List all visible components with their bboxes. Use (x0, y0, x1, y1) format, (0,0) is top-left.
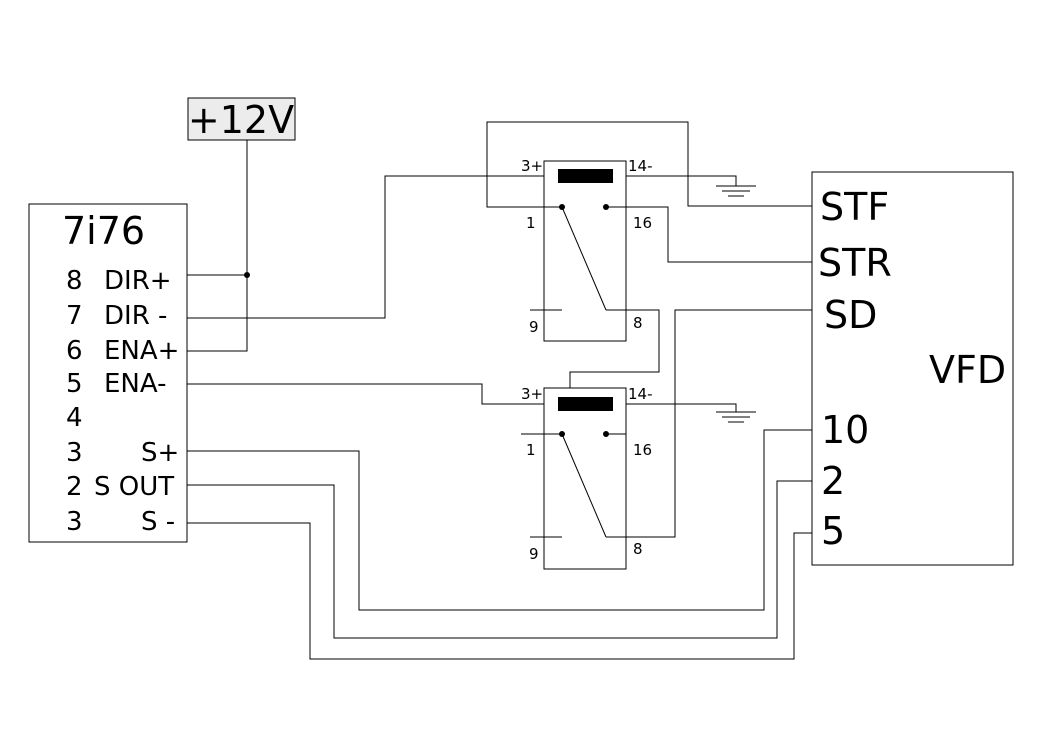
relay-pin-nc: 16 (633, 441, 652, 459)
relay-top: 3+ 14- 1 16 9 8 (521, 157, 653, 342)
pin-name: S - (141, 507, 175, 537)
ground-symbol-top (716, 185, 756, 197)
relay-switch-arm (561, 433, 607, 538)
relay-switch-arm (561, 206, 607, 311)
relay-pin-coil-pos: 3+ (521, 157, 543, 175)
relay-coil (558, 397, 613, 411)
relay-bottom: 3+ 14- 1 16 9 8 (521, 385, 653, 570)
relay-pin-nc: 16 (633, 214, 652, 232)
pin-number: 6 (66, 336, 83, 366)
controller-pin-list: 8 DIR+ 7 DIR - 6 ENA+ 5 ENA- 4 3 S+ 2 S … (66, 266, 179, 537)
relay-body (543, 387, 627, 570)
relay-pin-coil-pos: 3+ (521, 385, 543, 403)
vfd-terminal-2: 2 (821, 459, 845, 503)
wire-s-plus-10 (187, 429, 812, 611)
pin-name: S+ (141, 438, 179, 468)
relay-body (543, 160, 627, 342)
pin-name: ENA- (104, 369, 166, 399)
pin-number: 3 (66, 438, 83, 468)
pin-number: 5 (66, 369, 83, 399)
pin-name: ENA+ (104, 336, 179, 366)
wire-top-common-stf (486, 121, 812, 208)
vfd-terminal-stf: STF (820, 185, 889, 229)
relay-pin-no-left: 9 (529, 545, 539, 563)
wires (187, 121, 812, 660)
wire-dir-minus (187, 175, 558, 319)
wire-ena-minus (187, 383, 558, 405)
relay-coil (558, 169, 613, 183)
vfd-terminal-sd: SD (824, 293, 877, 337)
wire-top-coil-gnd (613, 175, 737, 186)
relay-pin-coil-neg: 14- (628, 385, 653, 403)
vfd-terminal-str: STR (818, 241, 892, 285)
supply-label: +12V (188, 98, 294, 142)
pin-number: 3 (66, 507, 83, 537)
relay-pin-common: 1 (526, 214, 536, 232)
pin-number: 8 (66, 266, 83, 296)
junction-dot (244, 272, 250, 278)
pin-number: 4 (66, 403, 83, 433)
wire-s-minus-5 (187, 522, 812, 660)
controller-title: 7i76 (62, 209, 145, 253)
pin-number: 2 (66, 472, 83, 502)
wire-12v (187, 140, 248, 352)
pin-name: DIR+ (104, 266, 172, 296)
relay-pin-no-right: 8 (633, 540, 643, 558)
pin-name: S OUT (94, 472, 174, 502)
pin-name: DIR - (104, 301, 167, 331)
wire-top-nc-str (606, 206, 812, 263)
relay-pin-no-left: 9 (529, 318, 539, 336)
pin-number: 7 (66, 301, 83, 331)
wire-bottom-coil-gnd (613, 403, 737, 412)
vfd-box (811, 171, 1014, 566)
relay-pin-common: 1 (526, 441, 536, 459)
controller-box (28, 203, 188, 543)
relay-pin-coil-neg: 14- (628, 157, 653, 175)
ground-symbol-bottom (716, 411, 756, 423)
vfd-terminal-5: 5 (821, 509, 845, 553)
supply-box (187, 97, 296, 141)
wire-bottom-8-sd (606, 309, 812, 538)
vfd-title: VFD (929, 348, 1006, 392)
relay-pin-no-right: 8 (633, 314, 643, 332)
vfd-terminal-10: 10 (821, 408, 869, 452)
wire-s-out-2 (187, 480, 812, 639)
